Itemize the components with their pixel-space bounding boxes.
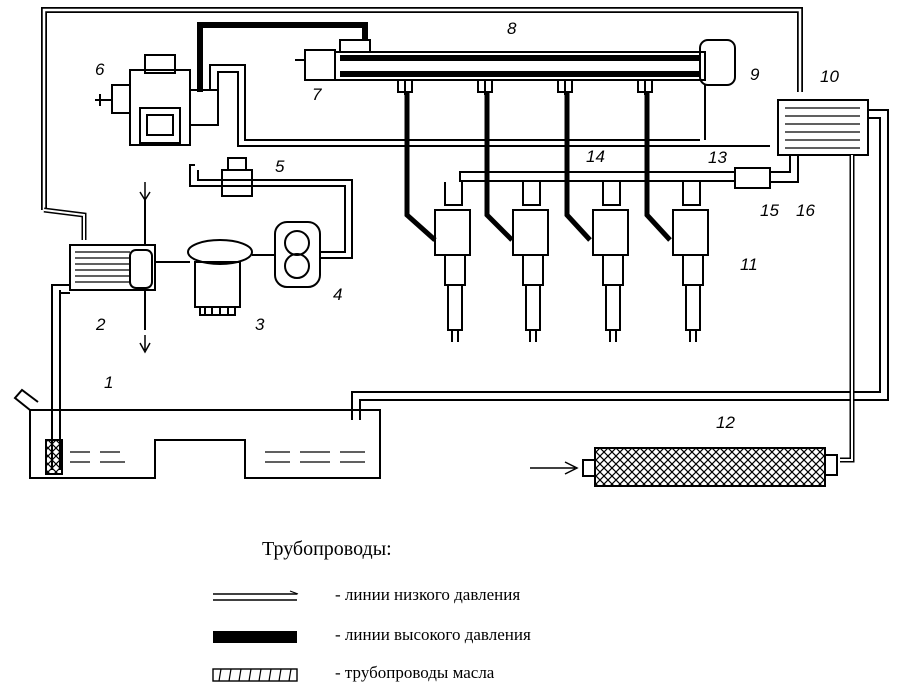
injectors-11 bbox=[434, 182, 709, 342]
label-4: 4 bbox=[333, 285, 342, 304]
high-pressure-pump-6 bbox=[95, 22, 770, 147]
label-13: 13 bbox=[708, 148, 727, 167]
label-5: 5 bbox=[275, 157, 285, 176]
valve-5 bbox=[221, 157, 253, 197]
label-2: 2 bbox=[95, 315, 106, 334]
heat-exchanger-10 bbox=[351, 99, 889, 463]
filter-2 bbox=[51, 182, 156, 470]
label-6: 6 bbox=[95, 60, 105, 79]
oil-cooler-12 bbox=[530, 447, 838, 487]
return-rail-14 bbox=[459, 155, 799, 189]
label-8: 8 bbox=[507, 19, 517, 38]
label-1: 1 bbox=[104, 373, 113, 392]
high-pressure-line-sample bbox=[213, 631, 297, 643]
common-rail-8 bbox=[295, 39, 736, 140]
legend-label-low-pressure: - линии низкого давления bbox=[335, 585, 521, 604]
label-3: 3 bbox=[255, 315, 265, 334]
label-16: 16 bbox=[796, 201, 815, 220]
oil-line bbox=[41, 7, 803, 240]
label-15: 15 bbox=[760, 201, 779, 220]
legend-row-oil: - трубопроводы масла bbox=[205, 660, 725, 690]
injector-lines bbox=[397, 79, 672, 242]
low-pressure-line-sample bbox=[213, 590, 299, 601]
label-11: 11 bbox=[740, 255, 758, 274]
fuel-system-diagram: 1 2 3 4 5 6 7 8 9 10 11 12 13 14 15 16 bbox=[13, 7, 889, 487]
label-14: 14 bbox=[586, 147, 605, 166]
label-10: 10 bbox=[820, 67, 839, 86]
fuel-tank-1 bbox=[13, 388, 381, 479]
label-12: 12 bbox=[716, 413, 735, 432]
legend-row-high-pressure: - линии высокого давления bbox=[205, 622, 725, 652]
gear-pump-4 bbox=[189, 164, 353, 288]
legend-label-oil: - трубопроводы масла bbox=[335, 663, 495, 682]
legend-title: Трубопроводы: bbox=[262, 538, 392, 560]
legend-row-low-pressure: - линии низкого давления bbox=[205, 582, 725, 612]
oil-line-sample bbox=[212, 668, 298, 682]
label-9: 9 bbox=[750, 65, 760, 84]
component-numbers: 1 2 3 4 5 6 7 8 9 10 11 12 13 14 15 16 bbox=[95, 19, 839, 432]
pump-3 bbox=[155, 239, 275, 316]
legend-label-high-pressure: - линии высокого давления bbox=[335, 625, 531, 644]
label-7: 7 bbox=[312, 85, 322, 104]
